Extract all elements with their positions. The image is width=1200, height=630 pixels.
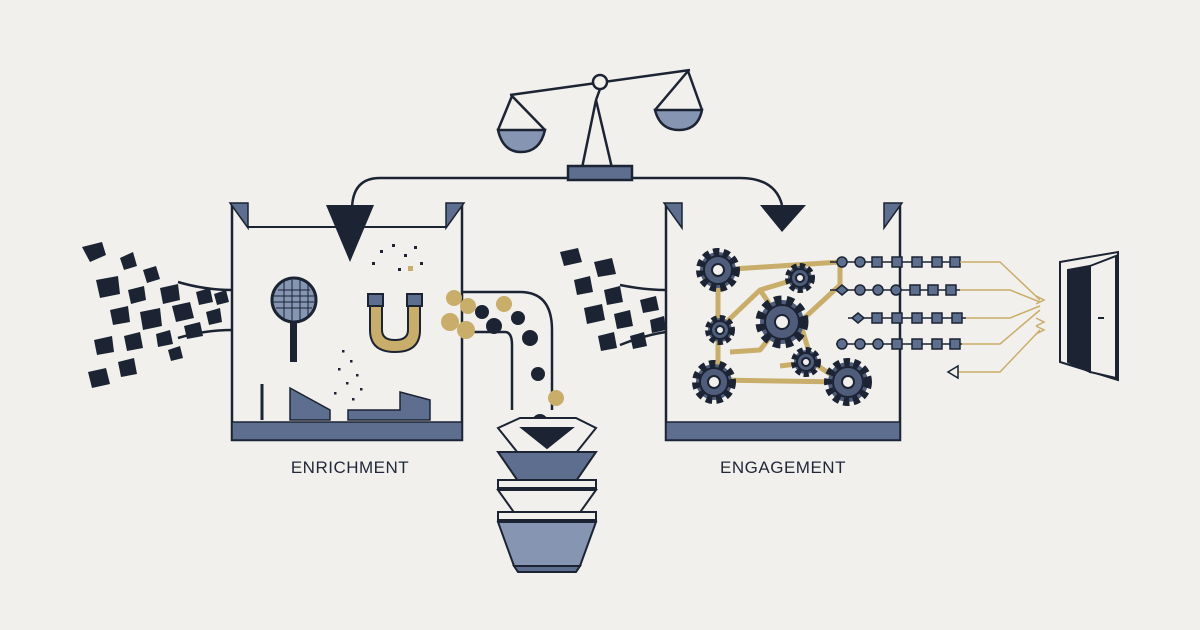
magnet-icon bbox=[367, 293, 423, 354]
gear-icon bbox=[696, 248, 740, 292]
gear-icon bbox=[791, 347, 821, 377]
inlet-pipe-engagement bbox=[619, 283, 667, 347]
engagement-label: ENGAGEMENT bbox=[720, 458, 846, 477]
stacked-trays bbox=[496, 417, 598, 573]
exit-door-icon bbox=[1059, 250, 1119, 382]
arrow-down-right-icon bbox=[760, 205, 806, 232]
enrichment-box bbox=[228, 202, 466, 442]
gear-icon bbox=[785, 263, 815, 293]
gear-icon bbox=[824, 358, 872, 406]
gear-icon bbox=[692, 360, 736, 404]
enriched-pebbles bbox=[441, 290, 564, 430]
arrow-down-left-icon bbox=[326, 205, 374, 262]
gold-fleck bbox=[408, 266, 413, 271]
arrow-left-icon bbox=[946, 364, 959, 380]
output-chains bbox=[830, 256, 966, 350]
input-pebbles-left bbox=[82, 242, 229, 388]
feedback-arrows bbox=[350, 176, 784, 211]
gear-cluster bbox=[692, 248, 872, 406]
dust-particles bbox=[334, 244, 423, 401]
gear-icon bbox=[705, 315, 735, 345]
enrichment-label: ENRICHMENT bbox=[290, 458, 410, 477]
output-arrowheads bbox=[1035, 295, 1046, 335]
inlet-pipe-left bbox=[177, 280, 233, 340]
engagement-box bbox=[662, 202, 904, 442]
balance-scale-icon bbox=[496, 68, 704, 182]
sieve-icon bbox=[270, 276, 318, 362]
outlet-pipe-enrichment bbox=[462, 290, 554, 410]
gold-output-lines bbox=[948, 261, 1041, 373]
gear-icon bbox=[755, 295, 809, 349]
input-pebbles-middle bbox=[560, 248, 666, 351]
